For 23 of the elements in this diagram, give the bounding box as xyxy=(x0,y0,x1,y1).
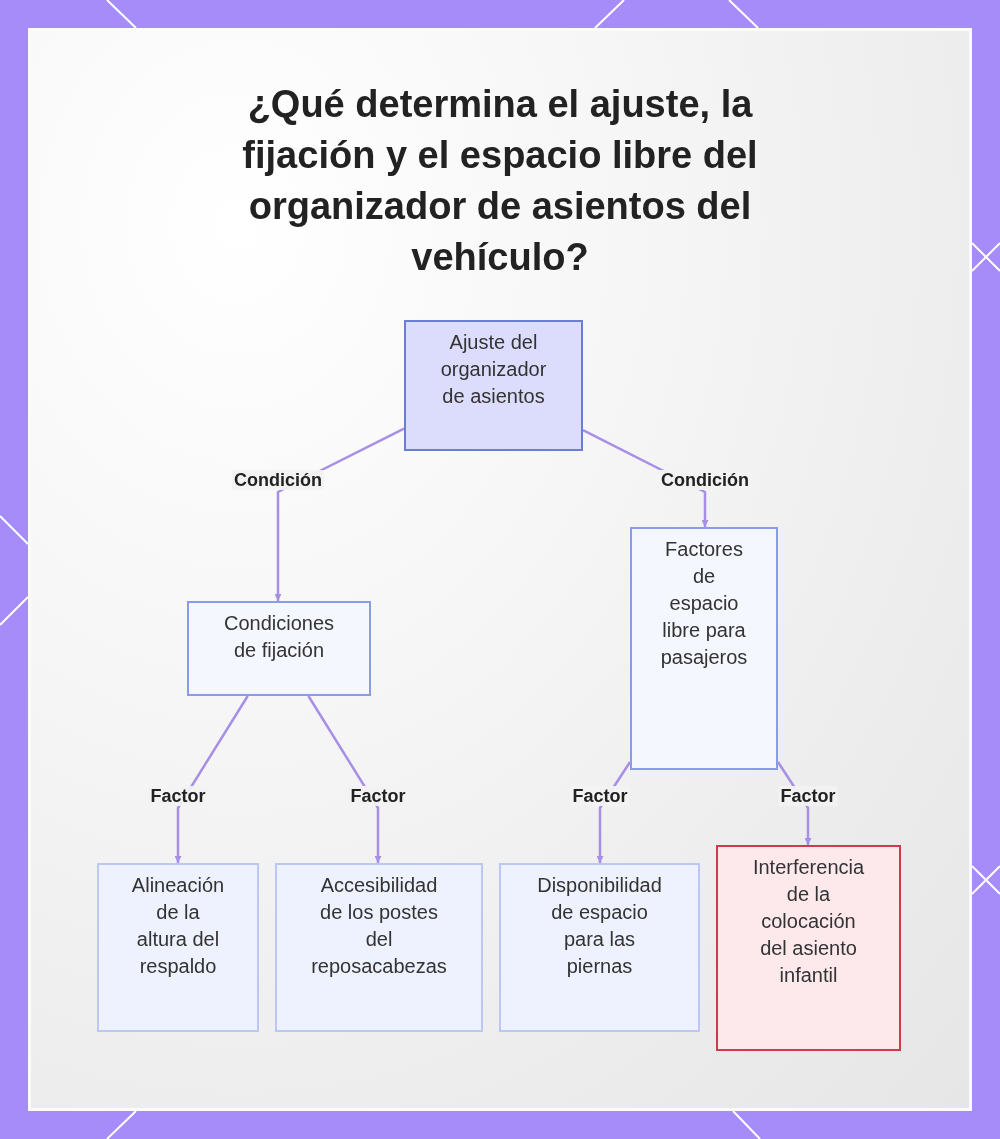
edge-label: Condición xyxy=(659,470,751,490)
node-text: Factores de espacio libre para pasajeros xyxy=(659,537,749,670)
factor-box xyxy=(97,863,259,1032)
topic-box xyxy=(404,320,583,451)
edge-label: Condición xyxy=(232,470,324,490)
edge-label: Factor xyxy=(570,786,630,806)
node-text: Interferencia de la colocación del asiento infantil xyxy=(751,855,866,988)
node-text: Condiciones de fijación xyxy=(222,611,336,663)
connector-arrow xyxy=(174,695,249,863)
edge-label: Factor xyxy=(778,786,838,806)
node-text: Alineación de la altura del respaldo xyxy=(130,873,226,979)
diagram-title: ¿Qué determina el ajuste, la fijación y el espacio libre del organizador de asientos del vehículo? xyxy=(241,82,759,280)
edge-label: Factor xyxy=(148,786,208,806)
highlighted-factor-box xyxy=(716,845,901,1051)
node-text: Ajuste del organizador de asientos xyxy=(439,330,548,409)
category-box xyxy=(187,601,371,696)
factor-box xyxy=(499,863,700,1032)
edge-label: Factor xyxy=(348,786,408,806)
connector-arrow xyxy=(307,695,382,863)
factor-box xyxy=(275,863,483,1032)
category-box xyxy=(630,527,778,770)
node-text: Accesibilidad de los postes del reposacabezas xyxy=(310,873,448,979)
node-text: Disponibilidad de espacio para las piernas xyxy=(536,873,663,979)
